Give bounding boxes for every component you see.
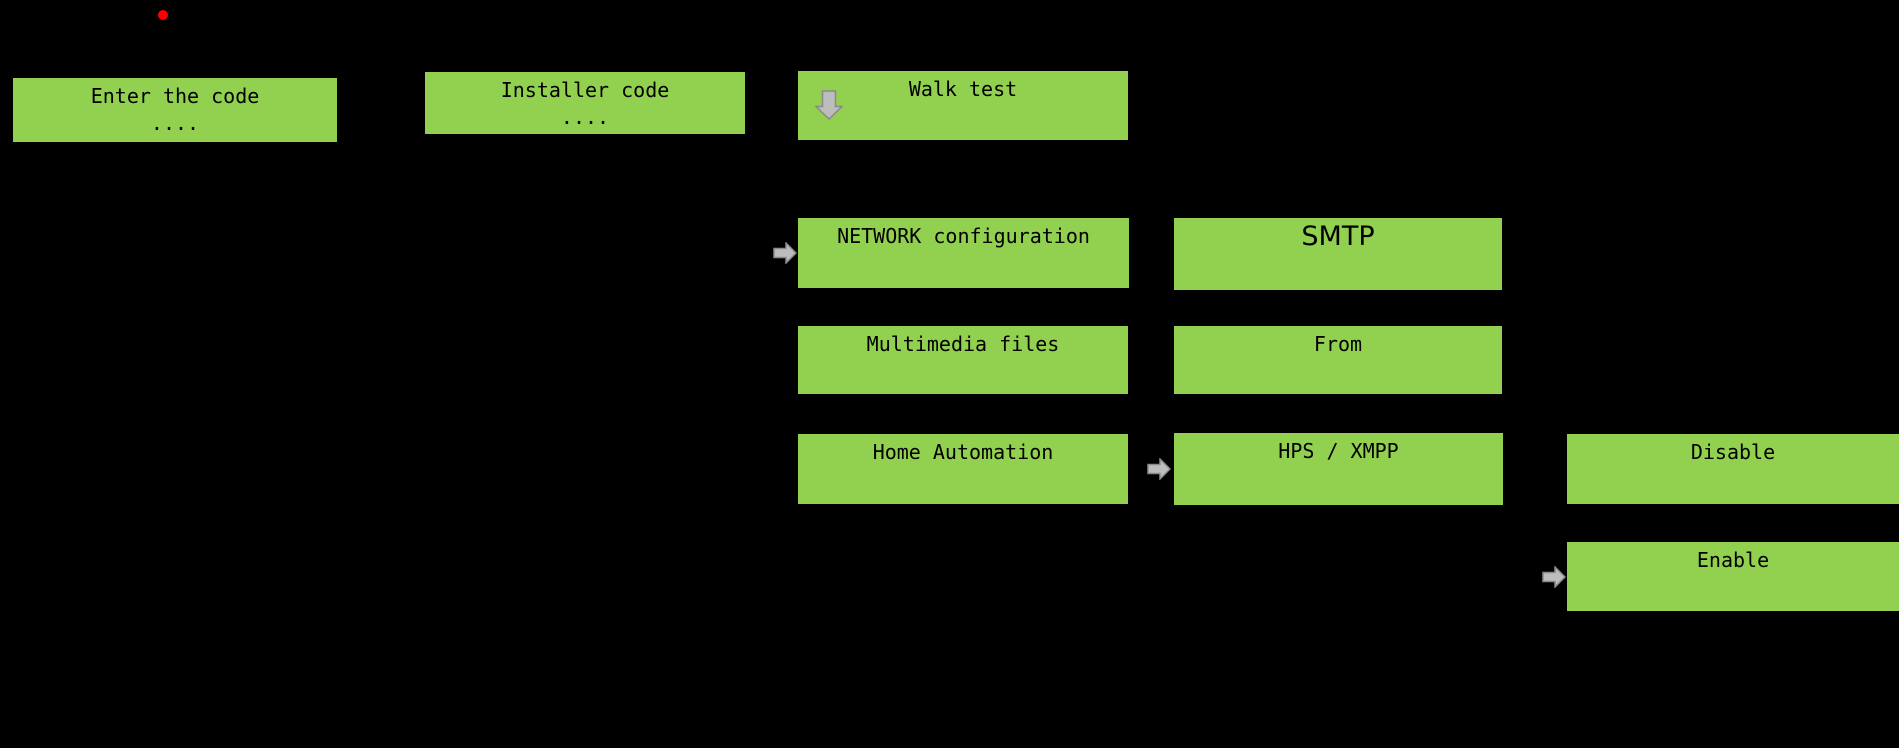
right-arrow-icon [1147,458,1171,480]
node-disable: Disable [1567,434,1899,504]
node-walk-test: Walk test [798,71,1128,140]
node-label: NETWORK configuration [837,224,1090,248]
node-label: Multimedia files [866,332,1060,356]
code-dots: .... [560,105,610,129]
code-dots: .... [150,111,200,135]
node-smtp: SMTP [1174,218,1502,290]
node-multimedia-files: Multimedia files [798,326,1128,394]
node-label: Disable [1690,440,1776,464]
node-enable: Enable [1567,542,1899,611]
node-label: SMTP [1301,221,1375,252]
node-label: Enter the code [90,84,260,108]
node-hps-xmpp: HPS / XMPP [1174,433,1503,505]
node-home-automation: Home Automation [798,434,1128,504]
node-label: Walk test [908,77,1018,101]
node-label: HPS / XMPP [1278,439,1399,463]
red-indicator-dot [158,10,168,20]
node-label: Home Automation [872,440,1054,464]
down-arrow-icon [815,90,843,120]
node-installer-code: Installer code .... [425,72,745,134]
node-label: Installer code [500,78,670,102]
node-network-configuration: NETWORK configuration [798,218,1129,288]
node-label: Enable [1696,548,1770,572]
node-enter-the-code: Enter the code .... [13,78,337,142]
right-arrow-icon [1542,566,1566,588]
node-from: From [1174,326,1502,394]
right-arrow-icon [773,242,797,264]
node-label: From [1313,332,1363,356]
